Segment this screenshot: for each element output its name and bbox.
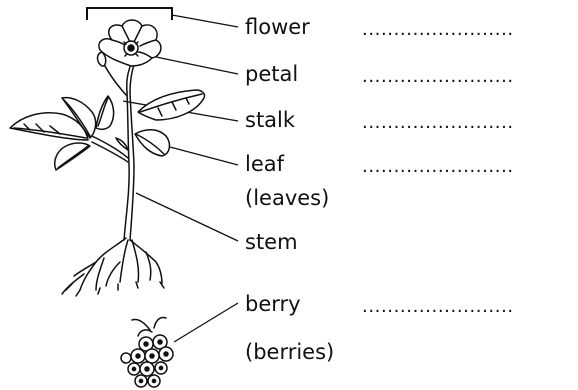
label-berries: (berries) (245, 340, 334, 364)
label-berry: berry (245, 292, 301, 316)
label-petal: petal (245, 62, 298, 86)
answer-line-petal: ........................ (362, 67, 514, 87)
berry-drawing (121, 317, 173, 387)
label-leaf: leaf (245, 152, 284, 176)
answer-line-flower: ........................ (362, 20, 514, 40)
berry-leader (174, 303, 238, 342)
flower-leader (172, 15, 238, 27)
plant-illustration (10, 20, 205, 387)
stem-leader (136, 193, 238, 241)
stem (124, 92, 129, 240)
petal-leader (156, 57, 238, 74)
leaf-lower-right (135, 130, 169, 156)
roots (62, 238, 164, 296)
label-flower: flower (245, 15, 310, 39)
answer-line-leaf: ........................ (362, 157, 514, 177)
label-stem: stem (245, 230, 298, 254)
label-leaves: (leaves) (245, 186, 329, 210)
flower-head (99, 20, 161, 66)
answer-line-stalk: ........................ (362, 113, 514, 133)
answer-line-berry: ........................ (362, 297, 514, 317)
leaf-leader (170, 147, 238, 165)
flower-bracket (87, 8, 172, 20)
leaf-upper-right (138, 90, 205, 120)
label-stalk: stalk (245, 108, 295, 132)
